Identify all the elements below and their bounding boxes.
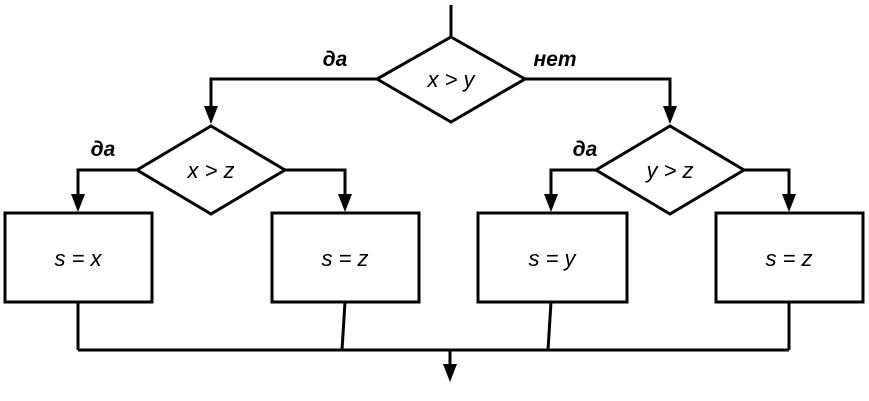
decision-left-label: x > z [186,158,234,183]
decision-root-label: x > y [426,67,476,92]
action-box-s-z-left [270,211,421,304]
merge-connector-2 [340,301,347,351]
left-no-connector [285,168,347,196]
right-no-arrowhead [782,194,796,212]
action-box-s-z-right [714,211,865,304]
left-no-arrowhead [338,194,352,212]
action-box-s-x [3,211,154,304]
right-yes-arrowhead [544,194,558,212]
decision-right-label: y > z [644,158,693,183]
merge-connector-3 [546,301,553,351]
action-label-s-x: s = x [54,246,102,271]
decision-left [134,124,288,216]
branch-label-left-yes: да [91,138,116,161]
right-no-connector [744,168,791,196]
root-no-connector [525,77,672,108]
left-yes-arrowhead [71,194,85,212]
decision-root [373,35,529,124]
branch-label-root-no: нет [533,48,576,71]
branch-label-root-yes: да [323,48,348,71]
action-label-s-z-left: s = z [321,246,368,271]
exit-arrowhead [443,364,457,382]
decision-right [593,124,747,216]
right-yes-connector [549,168,596,196]
left-yes-connector [76,168,137,196]
action-label-s-y: s = y [528,246,577,271]
action-label-s-z-right: s = z [765,246,812,271]
root-no-arrowhead [663,106,677,124]
action-box-s-y [476,211,629,304]
root-yes-arrowhead [204,106,218,124]
root-yes-connector [209,77,377,108]
branch-label-right-yes: да [573,138,598,161]
